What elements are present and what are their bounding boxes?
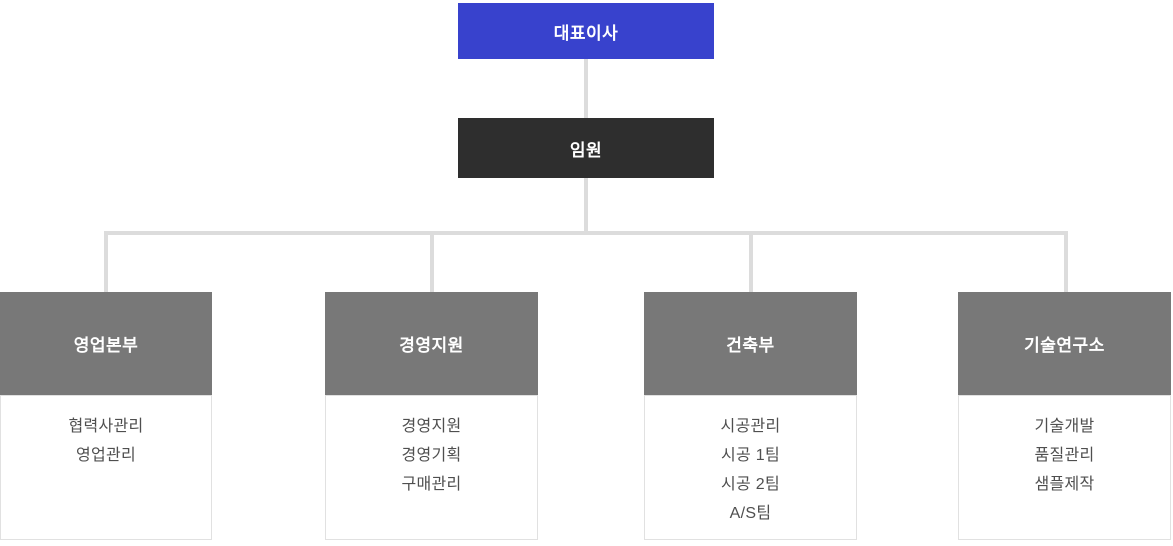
dept-management-support-body: 경영지원 경영기획 구매관리 — [325, 395, 538, 540]
dept-tech-research: 기술연구소 기술개발 품질관리 샘플제작 — [958, 292, 1171, 540]
ceo-label: 대표이사 — [553, 23, 619, 43]
team-label: 시공관리 — [720, 418, 781, 435]
connector-drop-architecture — [749, 235, 753, 292]
dept-title: 기술연구소 — [1024, 336, 1105, 355]
connector-ceo-executive — [584, 59, 588, 118]
connector-branch-horizontal — [104, 231, 1068, 235]
connector-drop-sales — [104, 235, 108, 292]
dept-tech-research-header: 기술연구소 — [958, 292, 1171, 395]
team-label: 시공 1팀 — [720, 447, 780, 464]
connector-executive-down — [584, 178, 588, 231]
team-label: A/S팀 — [729, 505, 772, 522]
team-label: 구매관리 — [401, 476, 462, 493]
dept-architecture-body: 시공관리 시공 1팀 시공 2팀 A/S팀 — [644, 395, 857, 540]
dept-title: 영업본부 — [73, 336, 139, 355]
executive-node: 임원 — [458, 118, 714, 178]
team-label: 협력사관리 — [68, 418, 144, 435]
dept-tech-research-body: 기술개발 품질관리 샘플제작 — [958, 395, 1171, 540]
ceo-node: 대표이사 — [458, 3, 714, 59]
dept-sales-header: 영업본부 — [0, 292, 212, 395]
team-label: 기술개발 — [1034, 418, 1095, 435]
connector-drop-research — [1064, 235, 1068, 292]
dept-sales: 영업본부 협력사관리 영업관리 — [0, 292, 212, 540]
dept-sales-body: 협력사관리 영업관리 — [0, 395, 212, 540]
team-label: 시공 2팀 — [720, 476, 780, 493]
team-label: 경영기획 — [401, 447, 462, 464]
team-label: 샘플제작 — [1034, 476, 1095, 493]
dept-architecture: 건축부 시공관리 시공 1팀 시공 2팀 A/S팀 — [644, 292, 857, 540]
dept-management-support: 경영지원 경영지원 경영기획 구매관리 — [325, 292, 538, 540]
executive-label: 임원 — [569, 140, 603, 160]
team-label: 영업관리 — [75, 447, 137, 464]
connector-drop-management — [430, 235, 434, 292]
dept-title: 건축부 — [726, 336, 775, 355]
dept-management-support-header: 경영지원 — [325, 292, 538, 395]
team-label: 경영지원 — [401, 418, 462, 435]
team-label: 품질관리 — [1034, 447, 1095, 464]
dept-architecture-header: 건축부 — [644, 292, 857, 395]
dept-title: 경영지원 — [399, 336, 464, 355]
